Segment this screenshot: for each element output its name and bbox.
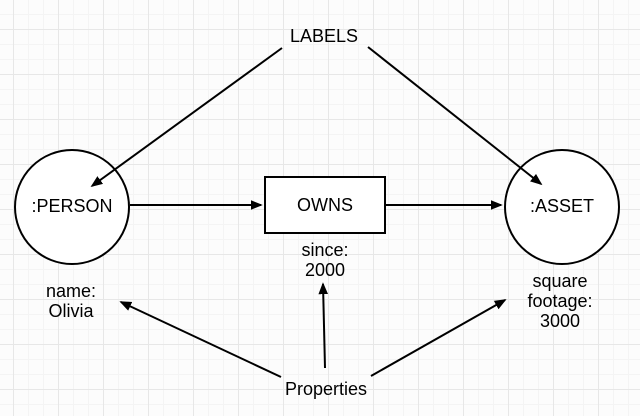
owns-relationship-box bbox=[264, 176, 386, 234]
person-node-label: :PERSON bbox=[31, 195, 113, 216]
arrow-labels-to-asset bbox=[367, 46, 543, 186]
labels-title: LABELS bbox=[289, 25, 359, 46]
since-property-text: since: 2000 bbox=[301, 239, 349, 280]
square-footage-property-text: square footage: 3000 bbox=[527, 270, 593, 332]
properties-title: Properties bbox=[284, 378, 368, 399]
arrow-properties-to-square-footage bbox=[370, 299, 507, 377]
arrow-properties-to-name bbox=[119, 301, 282, 378]
arrow-labels-to-person bbox=[90, 47, 283, 188]
name-property-text: name: Olivia bbox=[45, 280, 97, 321]
arrow-properties-to-since bbox=[318, 282, 329, 369]
owns-relationship-label: OWNS bbox=[297, 194, 353, 215]
asset-node-label: :ASSET bbox=[529, 195, 595, 216]
